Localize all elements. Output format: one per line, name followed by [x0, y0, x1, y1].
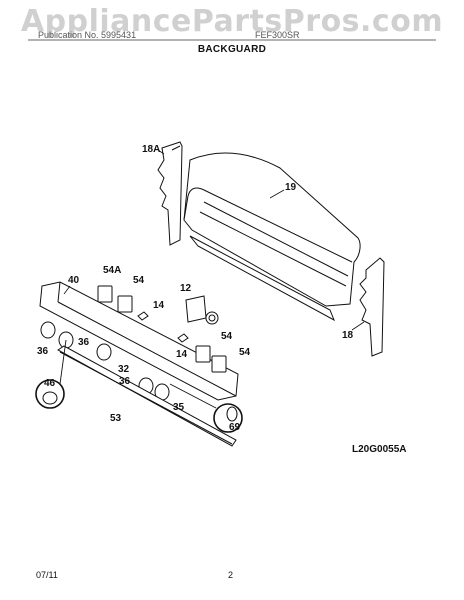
- callout-35: 35: [173, 402, 185, 413]
- callout-12: 12: [180, 283, 192, 294]
- footer-date: 07/11: [36, 570, 58, 580]
- callout-14-mid: 14: [176, 349, 188, 360]
- watermark: AppliancePartsPros.com: [20, 4, 444, 39]
- leader-18a: [157, 149, 165, 155]
- figure-code: L20G0055A: [352, 444, 407, 455]
- callout-53: 53: [110, 413, 122, 424]
- callout-18: 18: [342, 330, 354, 341]
- footer-page-number: 2: [228, 570, 234, 580]
- part-backguard-panel-19: [183, 152, 361, 322]
- callout-36-mid: 36: [78, 337, 90, 348]
- callout-54-top: 54: [133, 275, 145, 286]
- leader-19: [269, 189, 285, 199]
- detail-circle-46: [35, 339, 67, 409]
- model-number: FEF300SR: [255, 30, 300, 40]
- callout-54-right: 54: [239, 347, 251, 358]
- callout-40: 40: [68, 275, 80, 286]
- leader-40: [63, 285, 71, 295]
- leader-18: [351, 321, 365, 331]
- part-clock-12: [185, 295, 219, 325]
- callout-69: 69: [229, 422, 241, 433]
- callout-19: 19: [285, 182, 297, 193]
- part-control-panel-40: [39, 281, 239, 401]
- publication-number: Publication No. 5995431: [38, 30, 137, 40]
- callout-32: 32: [118, 364, 130, 375]
- callout-36-low: 36: [119, 376, 131, 387]
- switch-group: [97, 285, 227, 373]
- part-trim-strip-53: [57, 345, 237, 447]
- detail-circle-69: [169, 383, 243, 433]
- callout-18a: 18A: [142, 144, 160, 155]
- callout-46: 46: [44, 378, 56, 389]
- callout-54-mid: 54: [221, 331, 233, 342]
- clip-group: [137, 311, 189, 343]
- part-end-cap-18: [359, 257, 385, 357]
- callout-54a: 54A: [103, 265, 121, 276]
- callout-14-top: 14: [153, 300, 165, 311]
- section-title: BACKGUARD: [197, 44, 267, 55]
- part-end-cap-18a: [157, 141, 183, 246]
- callout-36-left: 36: [37, 346, 49, 357]
